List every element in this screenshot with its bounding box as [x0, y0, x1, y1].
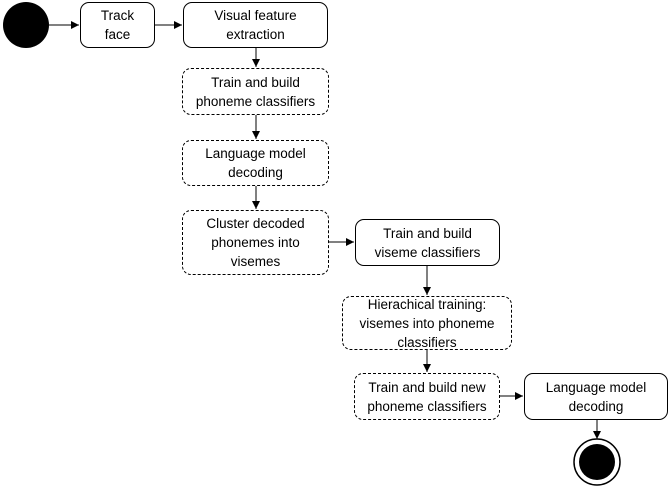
node-track-face: Track face — [80, 2, 155, 48]
node-train-new-phoneme-classifiers-line-2: phoneme classifiers — [367, 398, 487, 414]
node-track-face-line-1: Track — [100, 8, 135, 23]
node-track-face-line-2: face — [104, 27, 131, 42]
node-train-phoneme-classifiers-line-1: Train and build — [211, 74, 300, 90]
node-train-new-phoneme-classifiers-line-1: Train and build new — [368, 379, 486, 395]
node-visual-feature-extraction: Visual feature extraction — [183, 2, 328, 48]
node-language-model-decoding-1-line-2: decoding — [228, 165, 283, 180]
node-visual-feature-extraction-line-2: extraction — [226, 27, 285, 42]
end-node-core — [579, 444, 615, 480]
node-language-model-decoding-1-line-1: Language model — [205, 146, 306, 161]
node-cluster-phonemes-line-3: visemes — [230, 254, 281, 269]
node-language-model-decoding-2: Language model decoding — [524, 373, 668, 420]
node-train-phoneme-classifiers-line-2: phoneme classifiers — [195, 93, 316, 109]
node-cluster-phonemes: Cluster decoded phonemes into visemes — [182, 210, 329, 275]
node-hierarchical-training-line-3: classifiers — [397, 334, 457, 350]
node-train-viseme-classifiers: Train and build viseme classifiers — [355, 219, 500, 266]
node-language-model-decoding-2-line-1: Language model — [545, 379, 647, 395]
node-hierarchical-training: Hierachical training: visemes into phone… — [342, 296, 512, 350]
node-language-model-decoding-2-line-2: decoding — [568, 398, 624, 414]
node-hierarchical-training-line-1: Hierachical training: — [367, 296, 487, 312]
node-hierarchical-training-line-2: visemes into phoneme — [359, 315, 495, 331]
node-language-model-decoding-1: Language model decoding — [182, 140, 329, 186]
start-node — [3, 2, 49, 48]
node-train-new-phoneme-classifiers: Train and build new phoneme classifiers — [354, 373, 500, 420]
node-visual-feature-extraction-line-1: Visual feature — [214, 8, 297, 23]
node-cluster-phonemes-line-1: Cluster decoded — [206, 216, 305, 231]
node-train-viseme-classifiers-line-1: Train and build — [383, 225, 472, 241]
node-train-viseme-classifiers-line-2: viseme classifiers — [374, 244, 481, 260]
node-cluster-phonemes-line-2: phonemes into — [211, 235, 300, 250]
node-train-phoneme-classifiers: Train and build phoneme classifiers — [182, 68, 329, 115]
